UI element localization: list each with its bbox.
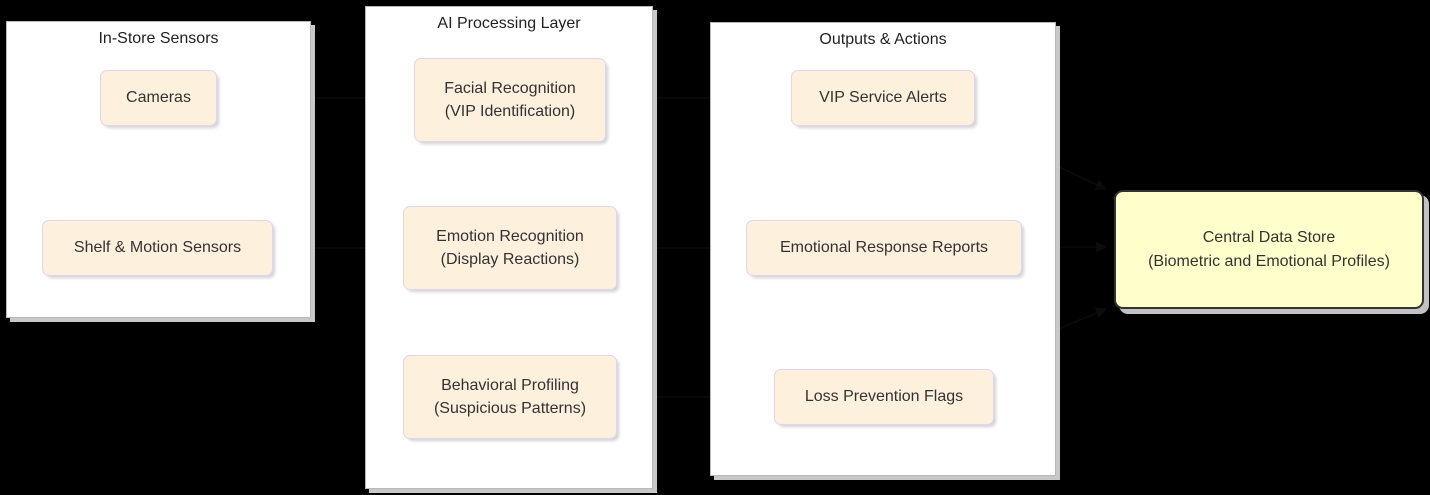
node-shelf-motion-sensors[interactable]: Shelf & Motion Sensors: [42, 220, 273, 276]
node-vip-service-alerts[interactable]: VIP Service Alerts: [791, 70, 975, 126]
node-label-behavioral-profiling: Behavioral Profiling (Suspicious Pattern…: [433, 376, 587, 417]
node-loss-prevention-flags[interactable]: Loss Prevention Flags: [774, 369, 994, 425]
node-emotional-response-reports[interactable]: Emotional Response Reports: [746, 220, 1022, 276]
node-facial-recognition[interactable]: Facial Recognition (VIP Identification): [414, 58, 606, 142]
node-label-vip-service-alerts: VIP Service Alerts: [819, 89, 947, 107]
container-title-outputs-actions: Outputs & Actions: [819, 31, 947, 48]
node-central-data-store[interactable]: Central Data Store (Biometric and Emotio…: [1114, 190, 1424, 309]
container-title-ai-processing-layer: AI Processing Layer: [437, 15, 581, 32]
node-behavioral-profiling[interactable]: Behavioral Profiling (Suspicious Pattern…: [403, 355, 617, 439]
node-label-emotion-recognition: Emotion Recognition (Display Reactions): [436, 227, 584, 268]
node-label-facial-recognition: Facial Recognition (VIP Identification): [444, 79, 576, 120]
node-label-central-data-store: Central Data Store (Biometric and Emotio…: [1148, 229, 1390, 270]
node-cameras[interactable]: Cameras: [100, 70, 217, 126]
node-label-cameras: Cameras: [126, 89, 191, 107]
node-label-shelf-motion-sensors: Shelf & Motion Sensors: [73, 239, 242, 257]
node-label-emotional-response-reports: Emotional Response Reports: [779, 239, 989, 257]
node-label-loss-prevention-flags: Loss Prevention Flags: [804, 388, 964, 406]
node-emotion-recognition[interactable]: Emotion Recognition (Display Reactions): [403, 206, 617, 290]
container-title-in-store-sensors: In-Store Sensors: [98, 30, 219, 47]
